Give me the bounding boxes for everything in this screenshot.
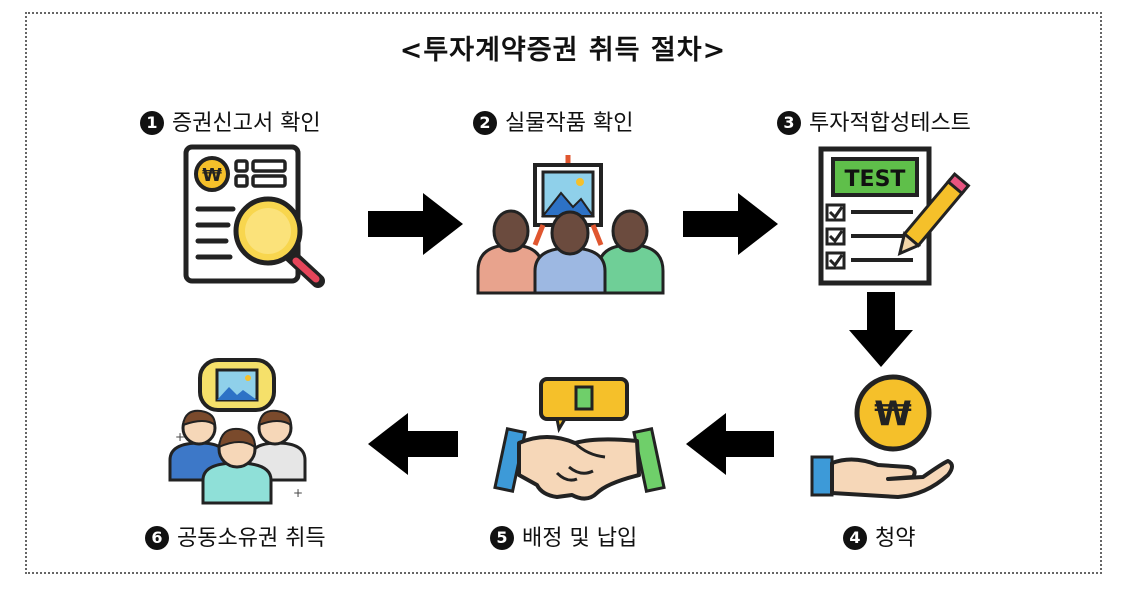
arrow-left-5-to-6: [368, 413, 458, 475]
diagram-title: <투자계약증권 취득 절차>: [399, 35, 727, 66]
svg-text:+: +: [293, 486, 303, 500]
svg-text:+: +: [175, 430, 185, 444]
handshake-icon: [493, 377, 666, 501]
arrow-down-3-to-4: [849, 292, 913, 367]
won-symbol-large: ₩: [874, 394, 912, 434]
step-6-label: 6 공동소유권 취득: [145, 520, 326, 552]
step-2-text: 실물작품 확인: [505, 111, 634, 136]
step-4-number: 4: [843, 526, 867, 550]
step-1-number: 1: [140, 111, 164, 135]
co-owners-group-icon: + +: [168, 358, 307, 505]
step-3-text: 투자적합성테스트: [809, 111, 971, 136]
step-6-number: 6: [145, 526, 169, 550]
hand-coin-icon: ₩: [810, 374, 954, 499]
step-1-text: 증권신고서 확인: [172, 111, 321, 136]
test-text: TEST: [845, 167, 906, 192]
test-sheet-icon: TEST: [818, 146, 971, 286]
arrow-right-2-to-3: [683, 193, 778, 255]
step-4-label: 4 청약: [843, 520, 915, 552]
step-5-number: 5: [490, 526, 514, 550]
step-2-number: 2: [473, 111, 497, 135]
diagram-frame: [25, 12, 1102, 574]
arrow-left-4-to-5: [686, 413, 774, 475]
step-3-number: 3: [777, 111, 801, 135]
arrow-right-1-to-2: [368, 193, 463, 255]
document-magnifier-icon: ₩: [183, 144, 325, 288]
won-symbol-small: ₩: [202, 165, 222, 186]
audience-artwork-icon: [476, 155, 665, 295]
step-4-text: 청약: [875, 526, 916, 551]
step-1-label: 1 증권신고서 확인: [140, 105, 321, 137]
step-3-label: 3 투자적합성테스트: [777, 105, 971, 137]
step-5-text: 배정 및 납입: [522, 526, 638, 551]
step-2-label: 2 실물작품 확인: [473, 105, 633, 137]
step-6-text: 공동소유권 취득: [177, 526, 326, 551]
step-5-label: 5 배정 및 납입: [490, 520, 637, 552]
